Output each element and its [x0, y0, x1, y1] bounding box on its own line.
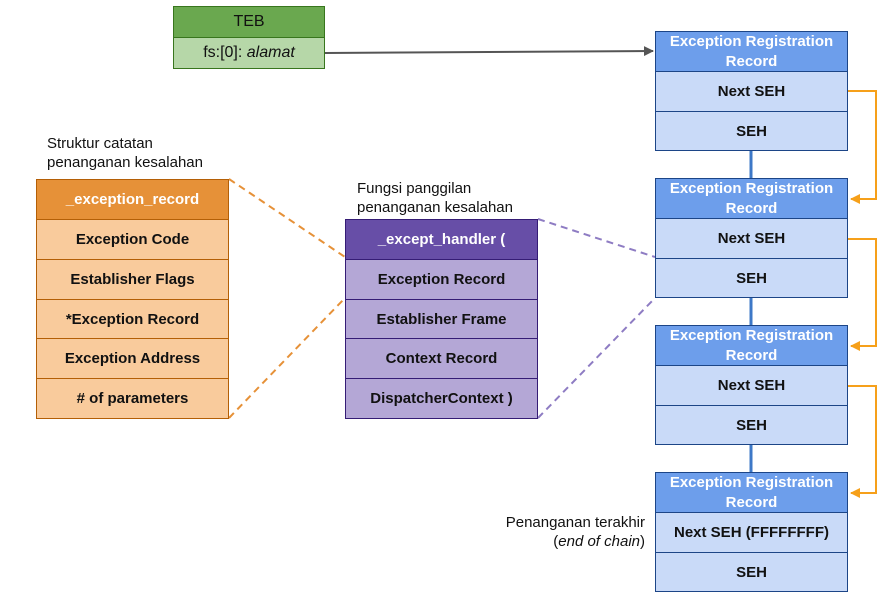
- chain-arrow-3: [848, 385, 877, 498]
- last-handler-line1: Penanganan terakhir: [505, 514, 645, 531]
- end-of-chain-text: end of chain: [558, 533, 640, 550]
- teb-pointer-arrow: [324, 46, 654, 57]
- exception-record-header: _exception_record: [36, 179, 229, 220]
- exception-caption-line2: penanganan kesalahan: [47, 154, 203, 171]
- exception-field: Exception Code: [36, 219, 229, 260]
- seh-field: SEH: [655, 552, 848, 592]
- next-seh-field: Next SEH: [655, 71, 848, 112]
- registration-record-header: Exception Registration Record: [655, 472, 848, 513]
- handler-caption-line2: penanganan kesalahan: [357, 199, 513, 216]
- except-handler-header: _except_handler (: [345, 219, 538, 260]
- teb-fs-prefix: fs:[0]:: [203, 44, 247, 61]
- handler-param: DispatcherContext ): [345, 378, 538, 419]
- chain-arrow-2: [848, 238, 877, 351]
- zoom-line-handler-bottom: [537, 297, 656, 419]
- next-seh-field: Next SEH: [655, 365, 848, 406]
- seh-field: SEH: [655, 111, 848, 151]
- zoom-line-handler-top: [537, 218, 656, 258]
- handler-param: Establisher Frame: [345, 299, 538, 339]
- handler-caption: Fungsi panggilan penanganan kesalahan: [357, 179, 513, 217]
- registration-record-header: Exception Registration Record: [655, 178, 848, 219]
- next-seh-field: Next SEH (FFFFFFFF): [655, 512, 848, 553]
- registration-record-header: Exception Registration Record: [655, 31, 848, 72]
- next-seh-field: Next SEH: [655, 218, 848, 259]
- registration-record-header: Exception Registration Record: [655, 325, 848, 366]
- handler-caption-line1: Fungsi panggilan: [357, 180, 472, 197]
- exception-field: Exception Address: [36, 338, 229, 379]
- exception-field: *Exception Record: [36, 299, 229, 339]
- zoom-line-exception-bottom: [228, 297, 346, 419]
- teb-fs-address: alamat: [246, 44, 295, 61]
- handler-param: Exception Record: [345, 259, 538, 300]
- last-handler-label: Penanganan terakhir (end of chain): [470, 513, 645, 551]
- teb-header: TEB: [173, 6, 325, 38]
- seh-field: SEH: [655, 258, 848, 298]
- exception-caption-line1: Struktur catatan: [47, 135, 153, 152]
- handler-param: Context Record: [345, 338, 538, 379]
- zoom-line-exception-top: [228, 178, 346, 258]
- exception-field: # of parameters: [36, 378, 229, 419]
- teb-fs-row: fs:[0]: alamat: [173, 37, 325, 69]
- exception-field: Establisher Flags: [36, 259, 229, 300]
- seh-field: SEH: [655, 405, 848, 445]
- last-handler-line2: (end of chain): [553, 533, 645, 550]
- exception-struct-caption: Struktur catatan penanganan kesalahan: [47, 134, 203, 172]
- chain-arrow-1: [848, 90, 877, 204]
